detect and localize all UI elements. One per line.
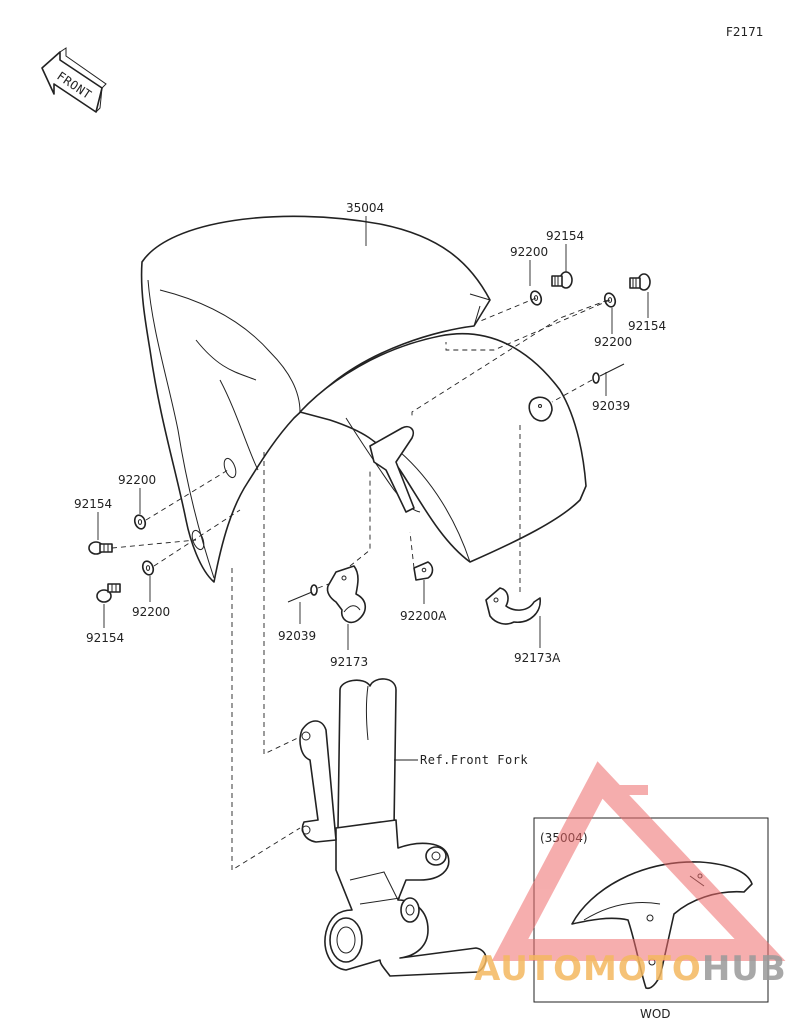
washer-icon [133, 514, 147, 530]
inset-caption: WOD [640, 1007, 671, 1021]
label-rivet-right: 92039 [592, 399, 630, 413]
label-washer-clip: 92200A [400, 609, 447, 623]
label-bolt-upper-right: 92154 [628, 319, 666, 333]
figure-code: F2171 [726, 25, 763, 39]
label-bolt-left-a: 92154 [74, 497, 112, 511]
clamp-icon [485, 587, 541, 625]
label-washer-upper-left: 92200 [510, 245, 548, 259]
watermark-logo [491, 761, 786, 961]
label-washer-left-a: 92200 [118, 473, 156, 487]
bolt-icon [551, 271, 573, 289]
watermark-text: AUTOMOTOHUB [474, 949, 787, 989]
label-bolt-upper-left: 92154 [546, 229, 584, 243]
label-fender: 35004 [346, 201, 384, 215]
label-washer-upper-right: 92200 [594, 335, 632, 349]
label-bolt-left-b: 92154 [86, 631, 124, 645]
label-washer-left-b: 92200 [132, 605, 170, 619]
front-fork [299, 678, 487, 977]
rivet-icon [287, 584, 318, 603]
clamp-icon [326, 565, 367, 624]
front-arrow-icon: FRONT [41, 47, 107, 113]
label-clamp-center: 92173 [330, 655, 368, 669]
bolt-icon [88, 541, 113, 555]
clip-icon [413, 561, 434, 581]
front-fender [140, 215, 587, 583]
label-clamp-right: 92173A [514, 651, 561, 665]
label-fork-reference: Ref.Front Fork [420, 753, 528, 767]
washer-icon [141, 560, 155, 576]
bolt-icon [96, 583, 121, 603]
label-rivet-center: 92039 [278, 629, 316, 643]
rivet-icon [592, 363, 625, 384]
bolt-icon [629, 273, 651, 291]
